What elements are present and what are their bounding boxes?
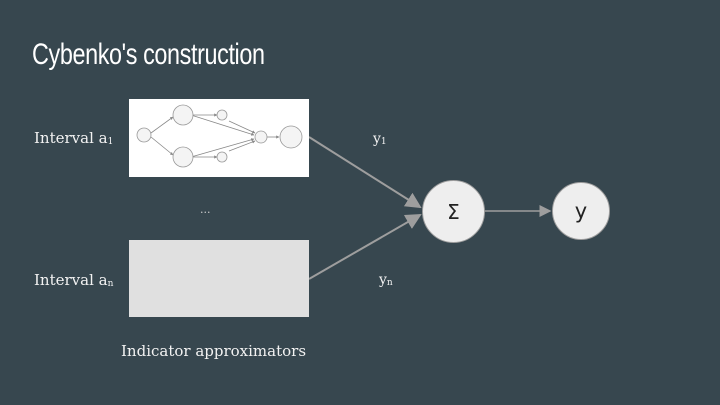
indicator-placeholder-box bbox=[129, 240, 309, 317]
indicator-caption: Indicator approximators bbox=[121, 342, 307, 360]
output-last-subscript: n bbox=[386, 278, 393, 288]
output-node: y bbox=[552, 182, 610, 240]
interval-last-subscript: n bbox=[107, 279, 114, 289]
output-last-label: yn bbox=[379, 272, 393, 288]
output-node-label: y bbox=[574, 199, 588, 223]
interval-last-label: Interval an bbox=[34, 271, 113, 289]
indicator-network-image bbox=[129, 99, 309, 177]
interval-first-label: Interval a1 bbox=[34, 129, 113, 147]
output-last-text: y bbox=[379, 272, 387, 288]
arrow-top-to-sum bbox=[308, 136, 422, 209]
arrow-bottom-to-sum bbox=[308, 214, 422, 280]
sum-symbol: Σ bbox=[447, 199, 460, 224]
interval-first-text: Interval a bbox=[34, 129, 108, 147]
interval-last-text: Interval a bbox=[34, 271, 108, 289]
slide-title: Cybenko's construction bbox=[32, 38, 265, 71]
ellipsis: ... bbox=[200, 203, 211, 216]
output-first-text: y bbox=[373, 131, 381, 147]
mini-network-diagram bbox=[136, 104, 303, 168]
interval-first-subscript: 1 bbox=[107, 137, 114, 147]
output-first-label: y1 bbox=[373, 131, 387, 147]
output-first-subscript: 1 bbox=[380, 137, 387, 147]
sum-node: Σ bbox=[422, 180, 485, 243]
